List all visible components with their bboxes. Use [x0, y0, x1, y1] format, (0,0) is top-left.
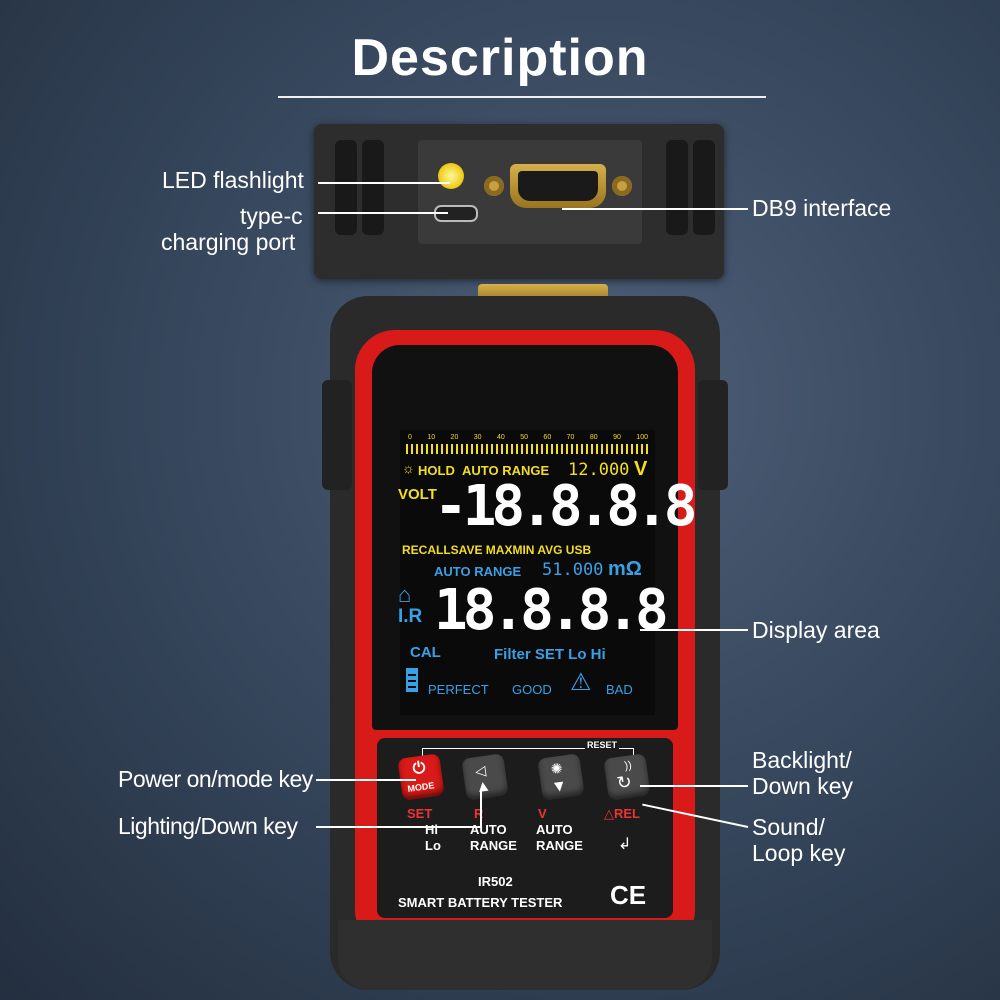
db9-screw-right-icon — [612, 176, 632, 196]
auto-range-bottom: AUTO RANGE — [434, 564, 522, 579]
ce-mark: CE — [610, 880, 647, 910]
bulb-icon: ✺ — [549, 759, 564, 778]
v-label: V — [538, 806, 547, 821]
set-label: SET — [407, 806, 433, 821]
right-grip-2 — [693, 140, 715, 235]
backlight-sound-button[interactable]: )) ↻ — [603, 753, 651, 801]
callout-power: Power on/mode key — [118, 766, 313, 792]
ir-label: I.R — [398, 606, 423, 627]
range-label-1: RANGE — [470, 838, 517, 853]
auto-range-top: AUTO RANGE — [462, 463, 550, 478]
warning-icon: ⚠ — [570, 669, 592, 696]
left-grip-2 — [362, 140, 384, 235]
mode-button-label: MODE — [406, 780, 435, 794]
r-label: R — [474, 806, 484, 821]
callout-display-line — [640, 629, 748, 631]
perfect-label: PERFECT — [428, 682, 489, 697]
cal-label: CAL — [410, 644, 441, 661]
callout-backlight-2: Down key — [752, 773, 853, 799]
model-label: IR502 — [478, 874, 513, 889]
side-grip-right — [698, 380, 728, 490]
v-unit: V — [634, 458, 648, 480]
battery-icon — [406, 668, 418, 692]
power-icon: ⏻ — [411, 759, 427, 778]
callout-sound-1: Sound/ — [752, 814, 825, 840]
callout-power-line — [316, 779, 416, 781]
hi-label: Hi — [425, 822, 438, 837]
led-flashlight-icon — [438, 163, 464, 189]
callout-db9-line — [562, 208, 748, 210]
auto-label-1: AUTO — [470, 822, 507, 837]
side-grip-left — [322, 380, 352, 490]
filter-label: Filter SET Lo Hi — [494, 646, 606, 663]
ir-reading: 18.8.8.8 — [434, 578, 669, 643]
callout-typec-line — [318, 212, 448, 214]
callout-typec-2: charging port — [161, 229, 296, 255]
voltage-range: 12.000 — [568, 460, 630, 480]
down-arrow-icon: ▼ — [550, 777, 569, 797]
callout-display: Display area — [752, 617, 880, 643]
mode-indicators: RECALLSAVE MAXMIN AVG USB — [402, 543, 592, 557]
voltage-reading: -18.8.8.8 — [434, 474, 697, 539]
good-label: GOOD — [512, 682, 552, 697]
hold-label: HOLD — [418, 463, 455, 478]
mode-button[interactable]: ⏻ MODE — [397, 753, 445, 801]
return-arrow-icon: ↲ — [618, 836, 632, 853]
home-icon: ⌂ — [398, 582, 412, 607]
left-grip — [335, 140, 357, 235]
lo-label: Lo — [425, 838, 441, 853]
resistance-range: 51.000 — [542, 560, 604, 580]
callout-db9: DB9 interface — [752, 195, 892, 221]
tester-bottom-cap — [338, 920, 712, 990]
callout-backlight-1: Backlight/ — [752, 747, 852, 773]
callout-typec-1: type-c — [240, 203, 303, 229]
flashlight-icon: ☼ — [402, 460, 415, 476]
right-grip — [666, 140, 688, 235]
up-arrow-icon: ▲ — [474, 777, 493, 797]
callout-lighting-riser — [480, 790, 482, 828]
device-name: SMART BATTERY TESTER — [398, 895, 563, 910]
page-title: Description — [351, 29, 649, 87]
callout-backlight-line — [640, 785, 748, 787]
callout-lighting-line — [316, 826, 482, 828]
auto-label-2: AUTO — [536, 822, 573, 837]
callout-lighting: Lighting/Down key — [118, 813, 298, 839]
loop-icon: ↻ — [615, 771, 634, 794]
callout-sound-2: Loop key — [752, 840, 846, 866]
bar-graph — [406, 444, 650, 454]
bad-label: BAD — [606, 682, 633, 697]
reset-label: RESET — [585, 740, 620, 750]
db9-connector-icon — [510, 164, 606, 208]
reset-bracket — [422, 748, 634, 757]
rel-label: △REL — [604, 806, 640, 821]
lighting-down-button[interactable]: ◁ ▲ — [461, 753, 509, 801]
ohm-unit: mΩ — [608, 558, 642, 580]
auto-range-v-button[interactable]: ✺ ▼ — [537, 753, 585, 801]
range-label-2: RANGE — [536, 838, 583, 853]
volt-label: VOLT — [398, 486, 437, 503]
sound-icon: )) — [623, 759, 633, 773]
title-divider — [278, 96, 766, 98]
callout-led: LED flashlight — [162, 167, 304, 193]
callout-led-line — [318, 182, 450, 184]
db9-screw-left-icon — [484, 176, 504, 196]
